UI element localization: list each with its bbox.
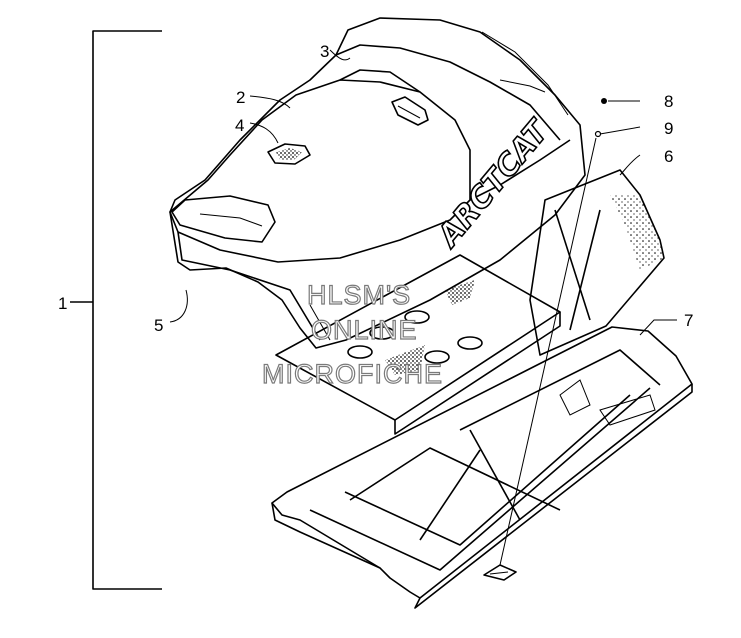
fastener-clip (483, 137, 597, 581)
callout-6: 6 (664, 147, 673, 166)
seat-base-plate (275, 254, 561, 435)
watermark: HLSM'S ONLINE MICROFICHE (261, 279, 443, 389)
callout-5: 5 (154, 316, 163, 335)
watermark-line-3: MICROFICHE (262, 359, 443, 389)
watermark-line-1: HLSM'S (307, 280, 411, 310)
callout-3: 3 (320, 42, 329, 61)
callout-9: 9 (664, 119, 673, 138)
seat-body-shell (169, 17, 586, 349)
callout-1: 1 (58, 294, 67, 313)
storage-panel (529, 169, 665, 356)
base-tray (271, 326, 693, 609)
leader-lines (169, 49, 677, 336)
callout-2: 2 (236, 88, 245, 107)
pin-head (594, 130, 602, 138)
assembly-bracket (70, 30, 162, 590)
watermark-line-2: ONLINE (311, 315, 418, 345)
callout-8: 8 (664, 92, 673, 111)
callout-7: 7 (684, 311, 693, 330)
callout-4: 4 (235, 116, 244, 135)
fastener-bolt (601, 98, 607, 104)
brand-decal-text: ARCTCAT (430, 113, 557, 255)
seat-emblem (267, 143, 311, 165)
